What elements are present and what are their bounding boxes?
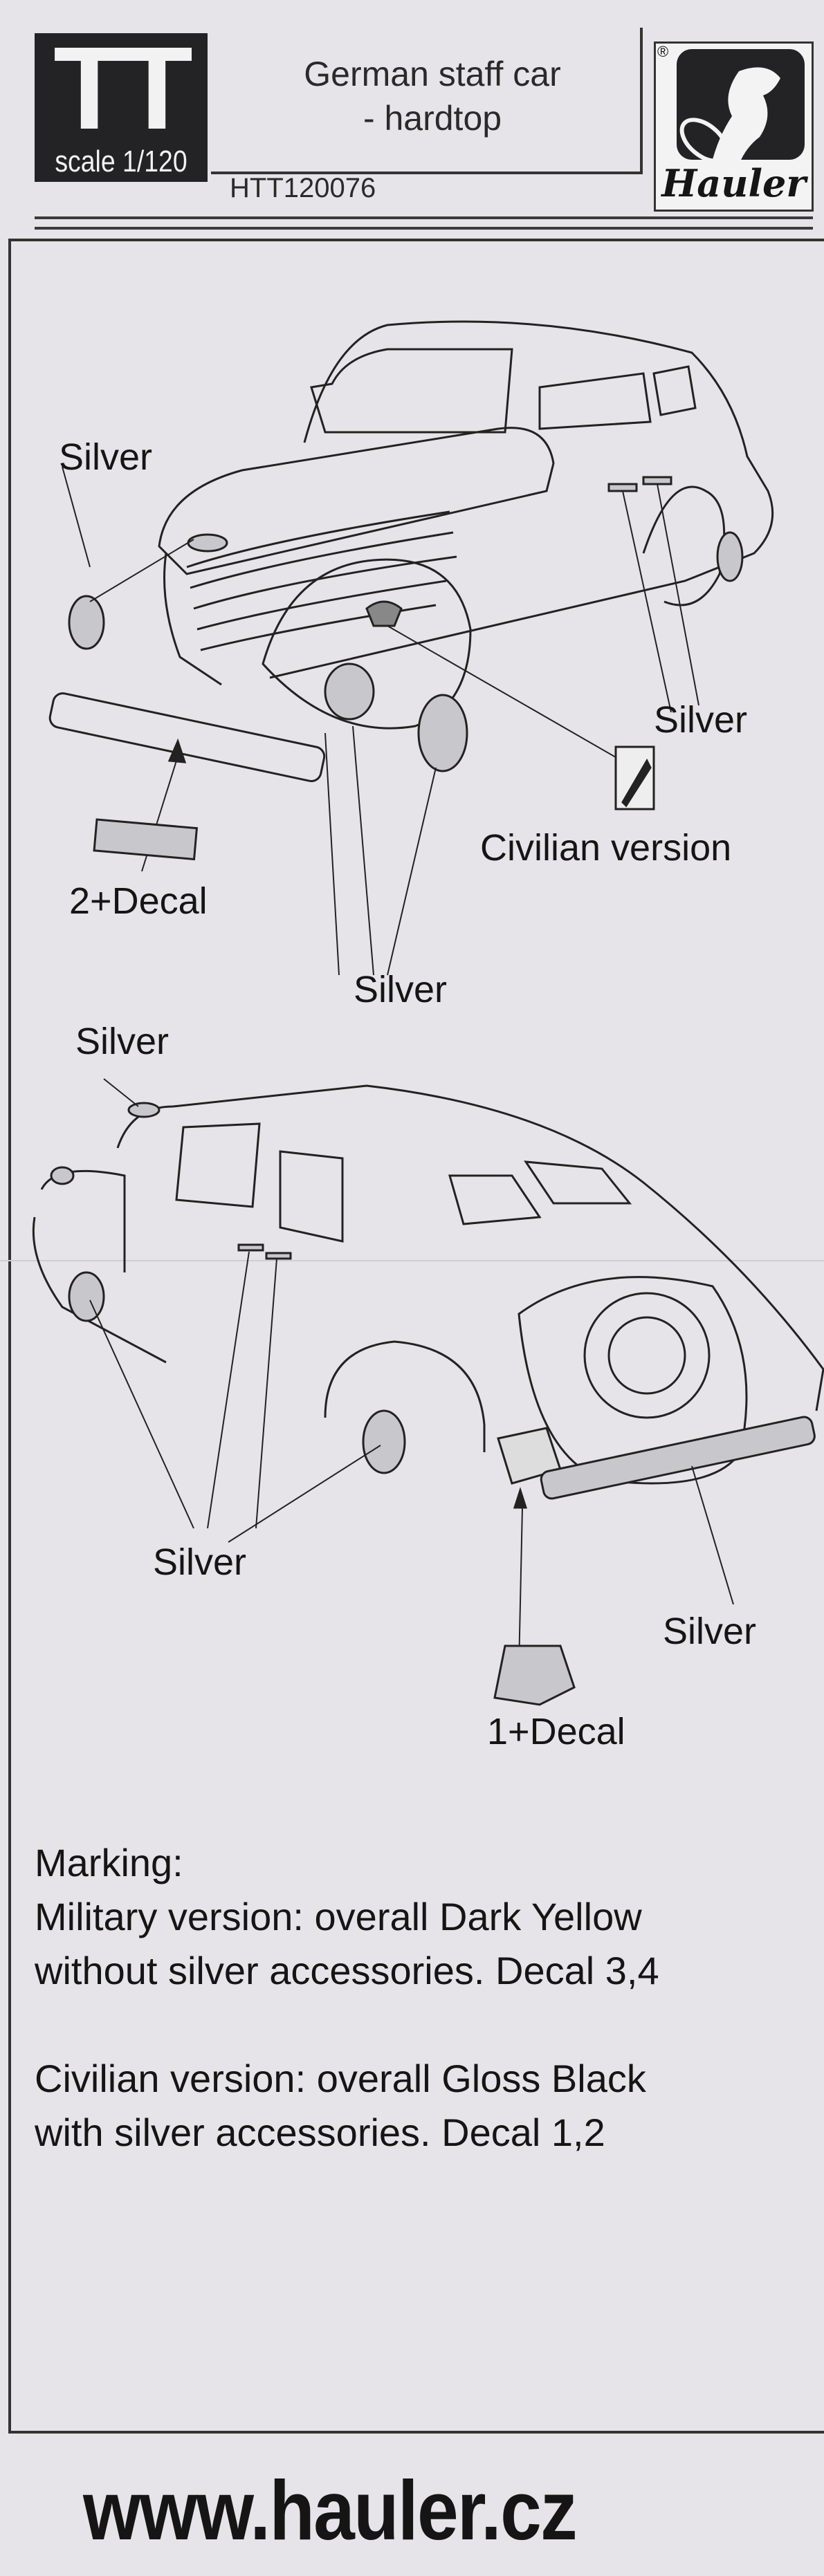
header-divider: [35, 216, 813, 219]
civilian-line-1: Civilian version: overall Gloss Black: [35, 2057, 646, 2100]
title-box: [211, 28, 643, 174]
brand-name: Hauler: [661, 161, 806, 205]
label-silver-door-handles: Silver: [654, 699, 748, 741]
civilian-line-2: with silver accessories. Decal 1,2: [35, 2111, 605, 2154]
paper-fold: [0, 1260, 824, 1261]
website-link[interactable]: www.hauler.cz: [83, 2463, 578, 2557]
label-rear-decal: 1+Decal: [487, 1711, 625, 1752]
label-silver-headlight: Silver: [59, 436, 153, 478]
page-title: German staff car - hardtop: [211, 52, 654, 140]
instruction-frame: [8, 239, 824, 2434]
tt-letters: TT: [53, 23, 193, 154]
scale-label: scale 1/120: [55, 145, 187, 178]
label-silver-side: Silver: [153, 1541, 247, 1583]
rear-view-car-drawing: [32, 1078, 824, 1706]
label-silver-headlight-rear-view: Silver: [75, 1021, 170, 1062]
product-code: HTT120076: [230, 173, 376, 203]
driver-silhouette-icon: [677, 49, 805, 165]
registered-mark: ®: [657, 43, 669, 60]
title-line-2: - hardtop: [363, 99, 502, 138]
label-silver-wheels: Silver: [354, 969, 448, 1010]
front-view-car-drawing: [48, 320, 774, 976]
header-divider: [35, 227, 813, 230]
label-front-decal: 2+Decal: [69, 880, 208, 922]
military-line-2: without silver accessories. Decal 3,4: [35, 1949, 659, 1992]
hauler-logo: Hauler: [654, 41, 814, 212]
label-silver-rear-bumper: Silver: [663, 1611, 757, 1652]
label-civilian-version: Civilian version: [480, 827, 732, 869]
marking-instructions: Marking: Military version: overall Dark …: [35, 1836, 659, 2160]
title-line-1: German staff car: [304, 55, 561, 93]
tt-scale-logo: TT scale 1/120: [35, 23, 208, 182]
military-line-1: Military version: overall Dark Yellow: [35, 1895, 642, 1938]
marking-heading: Marking:: [35, 1841, 183, 1884]
